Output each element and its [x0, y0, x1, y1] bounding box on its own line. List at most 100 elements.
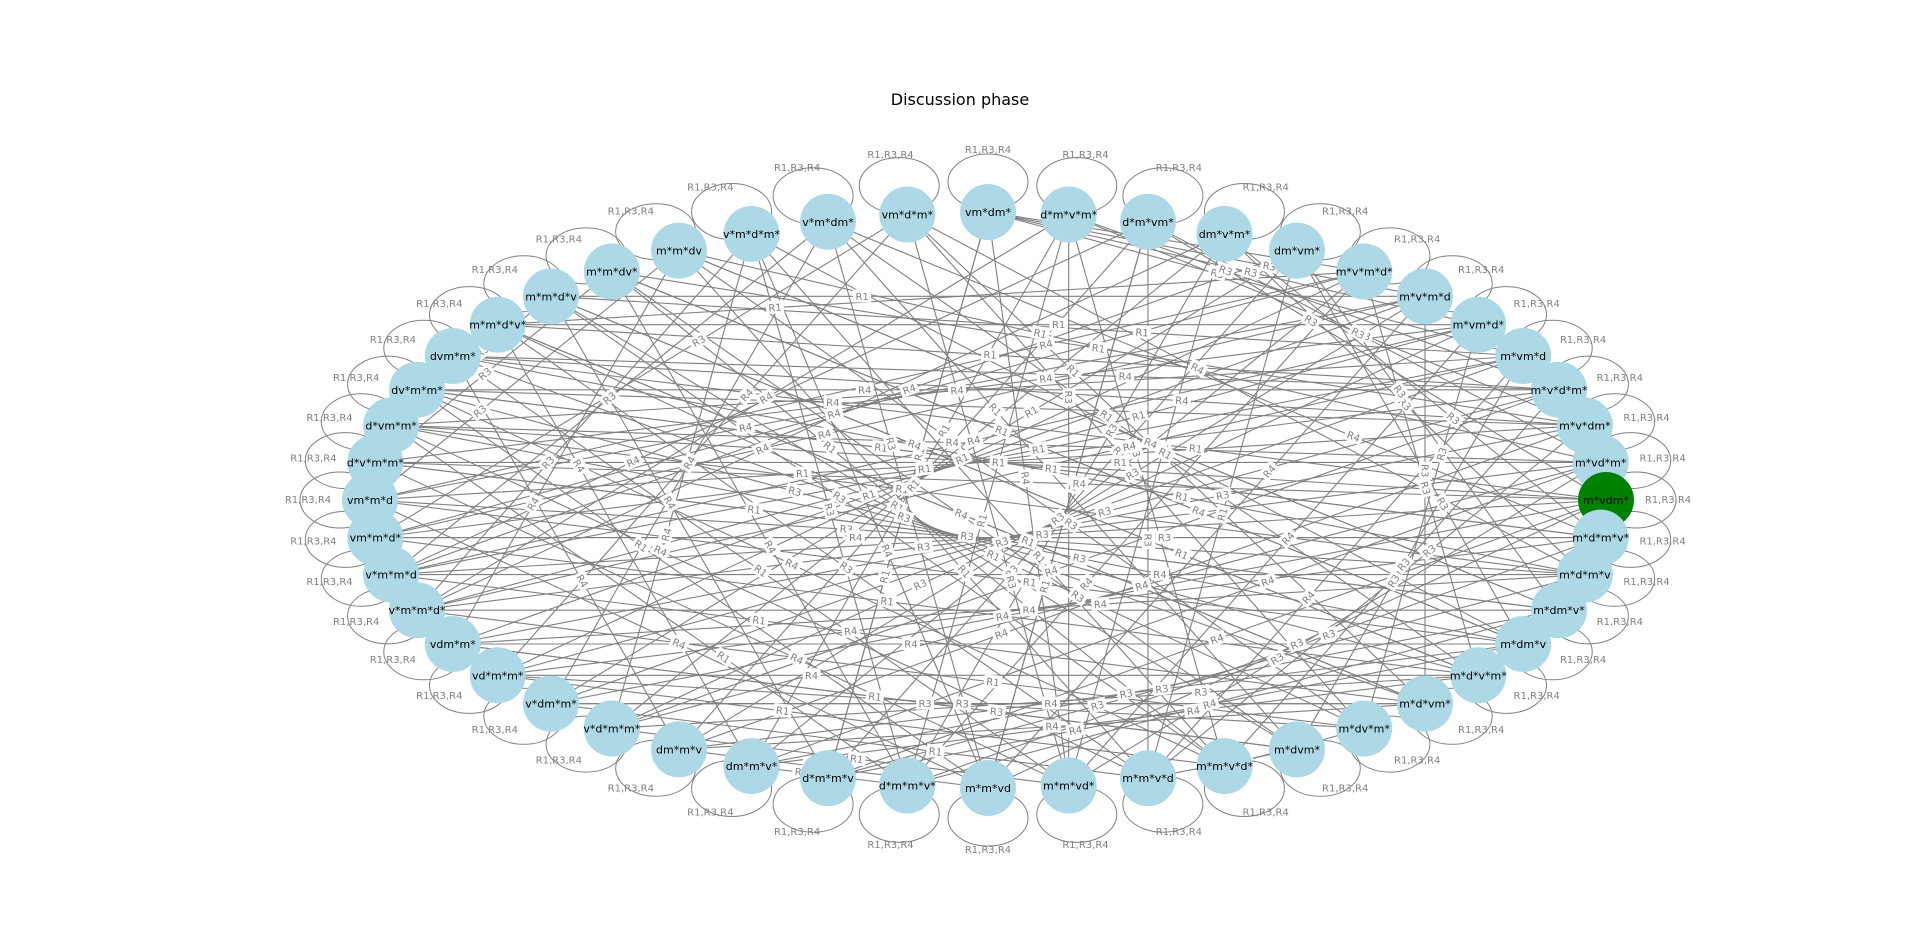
self-loop-label: R1,R3,R4 — [1394, 234, 1440, 245]
graph-node — [1531, 582, 1587, 639]
edge-label-r3: R3 — [1155, 530, 1174, 544]
edge-label-text: R3 — [955, 699, 969, 711]
node-label: d*m*m*v* — [879, 780, 936, 793]
edge-label-text: R4 — [670, 637, 687, 653]
edge-label-background — [1285, 633, 1308, 654]
edge-label-r3: R3 — [1032, 527, 1052, 541]
self-loop-label: R1,R3,R4 — [687, 183, 733, 194]
edge-label-text: R1 — [1091, 343, 1106, 356]
edge-label-r4: R4 — [855, 382, 874, 396]
self-loop-label: R1,R3,R4 — [1623, 413, 1669, 424]
graph-node — [389, 361, 445, 418]
edge-label-text: R4 — [995, 611, 1010, 624]
edge-label-text: R4 — [902, 383, 918, 398]
edge-label-text: R1 — [1135, 328, 1149, 340]
self-loop-label: R1,R3,R4 — [608, 783, 654, 794]
edge-label-background — [751, 439, 774, 459]
edge-label-text: R1 — [861, 489, 877, 504]
edge-label-r1: R1 — [989, 455, 1008, 470]
edge-label-background — [1318, 625, 1340, 644]
edge-label-background — [1018, 468, 1034, 488]
edge-label-text: R1 — [928, 746, 943, 759]
edge-label-r3: R3 — [1086, 696, 1108, 714]
edge-label-text: R1 — [1114, 458, 1127, 469]
edge-label-background — [1417, 477, 1435, 499]
node-label: m*m*v*d* — [1196, 760, 1253, 773]
edge-label-text: R1 — [768, 303, 782, 315]
edge-label-background — [916, 696, 935, 710]
node-label: d*v*m*m* — [347, 456, 404, 469]
graph-node — [1196, 205, 1253, 262]
self-loop-label: R1,R3,R4 — [1623, 577, 1669, 588]
edge-label-background — [536, 451, 559, 474]
node-label: m*d*v*m* — [1450, 669, 1507, 682]
edge-label-background — [1049, 317, 1068, 331]
edge-label-background — [1140, 433, 1162, 453]
edge-label-r3: R3 — [1152, 681, 1172, 697]
edge-label-r3: R3 — [1062, 388, 1076, 407]
edge-label-r1: R1 — [925, 743, 946, 759]
self-loop-label: R1,R3,R4 — [1514, 691, 1560, 702]
edge-label-text: R4 — [1044, 565, 1060, 580]
edge-label-background — [989, 455, 1008, 470]
edge-label-r4: R4 — [735, 418, 756, 435]
node-label: m*v*d*m* — [1531, 384, 1588, 397]
edge-r4-33-1 — [416, 213, 1069, 611]
edge-label-r4: R4 — [1206, 629, 1228, 648]
edge-r4-11-38 — [391, 424, 1601, 463]
edge-r4-38-22 — [390, 424, 1149, 779]
graph-node — [960, 184, 1016, 240]
self-loop-label: R1,R3,R4 — [1322, 783, 1368, 794]
edge-label-r4: R4 — [802, 668, 821, 682]
edge-label-background — [1392, 553, 1415, 576]
edge-label-text: R3 — [1155, 684, 1170, 697]
edge-label-r4: R4 — [1140, 433, 1162, 453]
edge-label-text: R4 — [878, 543, 893, 560]
graph-node — [1336, 700, 1393, 757]
edge-label-text: R3 — [1215, 490, 1230, 503]
self-loop-label: R1,R3,R4 — [1560, 655, 1606, 666]
edge-label-background — [1132, 325, 1152, 340]
edge-label-background — [1030, 324, 1051, 342]
edge-label-background — [1128, 406, 1149, 425]
graph-node — [879, 186, 936, 243]
edge-label-background — [1062, 359, 1085, 382]
graph-node — [583, 243, 640, 300]
edge-label-text: R1 — [976, 513, 990, 529]
edge-r4-14-47 — [907, 213, 1586, 576]
edge-label-text: R3 — [883, 436, 897, 452]
edge-label-text: R4 — [1153, 570, 1166, 581]
edge-label-r3: R3 — [882, 433, 900, 455]
edge-label-text: R3 — [1417, 480, 1431, 496]
node-label: vm*dm* — [965, 206, 1011, 219]
edge-label-text: R3 — [1142, 533, 1153, 546]
edge-label-r1: R1 — [991, 421, 1013, 440]
edge-label-background — [986, 703, 1007, 719]
edge-label-r3: R3 — [1101, 419, 1122, 442]
edge-label-text: R3 — [917, 542, 932, 555]
edge-label-text: R4 — [858, 385, 871, 396]
graph-node — [1120, 750, 1176, 807]
node-label: dv*m*m* — [391, 384, 443, 397]
edge-label-r3: R3 — [916, 696, 935, 710]
edge-label-r3: R3 — [1419, 461, 1432, 480]
edge-label-r4: R4 — [1119, 437, 1140, 455]
edge-label-r3: R3 — [1432, 443, 1451, 465]
edge-label-text: R4 — [1018, 471, 1031, 486]
edge-label-text: R1 — [867, 691, 882, 704]
edge-label-r4: R4 — [950, 504, 973, 524]
edge-r4-34-4 — [390, 250, 1298, 576]
graph-node — [723, 205, 780, 262]
edge-label-background — [1028, 440, 1049, 458]
edge-label-background — [853, 289, 872, 303]
graph-node — [1040, 186, 1097, 243]
self-loop-label: R1,R3,R4 — [1514, 299, 1560, 310]
edge-label-background — [744, 501, 764, 517]
edge-label-background — [1075, 572, 1097, 595]
self-loop-label: R1,R3,R4 — [370, 655, 416, 666]
edge-r4-37-23 — [375, 461, 1069, 787]
edge-label-text: R4 — [1142, 437, 1158, 452]
edge-label-background — [943, 435, 962, 449]
edge-label-text: R4 — [652, 544, 669, 560]
edge-label-background — [877, 593, 897, 609]
